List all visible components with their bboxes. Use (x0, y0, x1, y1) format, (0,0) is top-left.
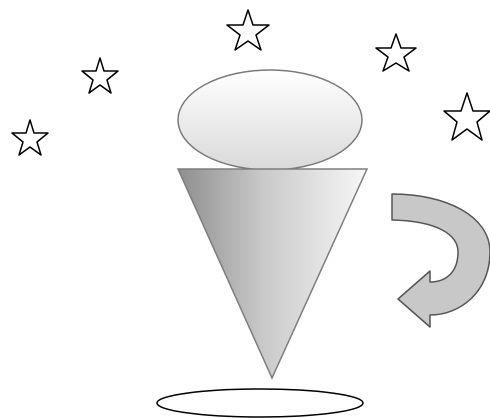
star-shape (12, 120, 48, 155)
inverted-cone (178, 169, 367, 378)
star-shape (376, 34, 416, 71)
top-ellipse (178, 70, 362, 170)
star-shape (227, 10, 269, 50)
rotation-arrow (392, 194, 490, 327)
base-ellipse (157, 389, 363, 417)
star-shape (82, 58, 118, 93)
star-shape (444, 93, 490, 140)
